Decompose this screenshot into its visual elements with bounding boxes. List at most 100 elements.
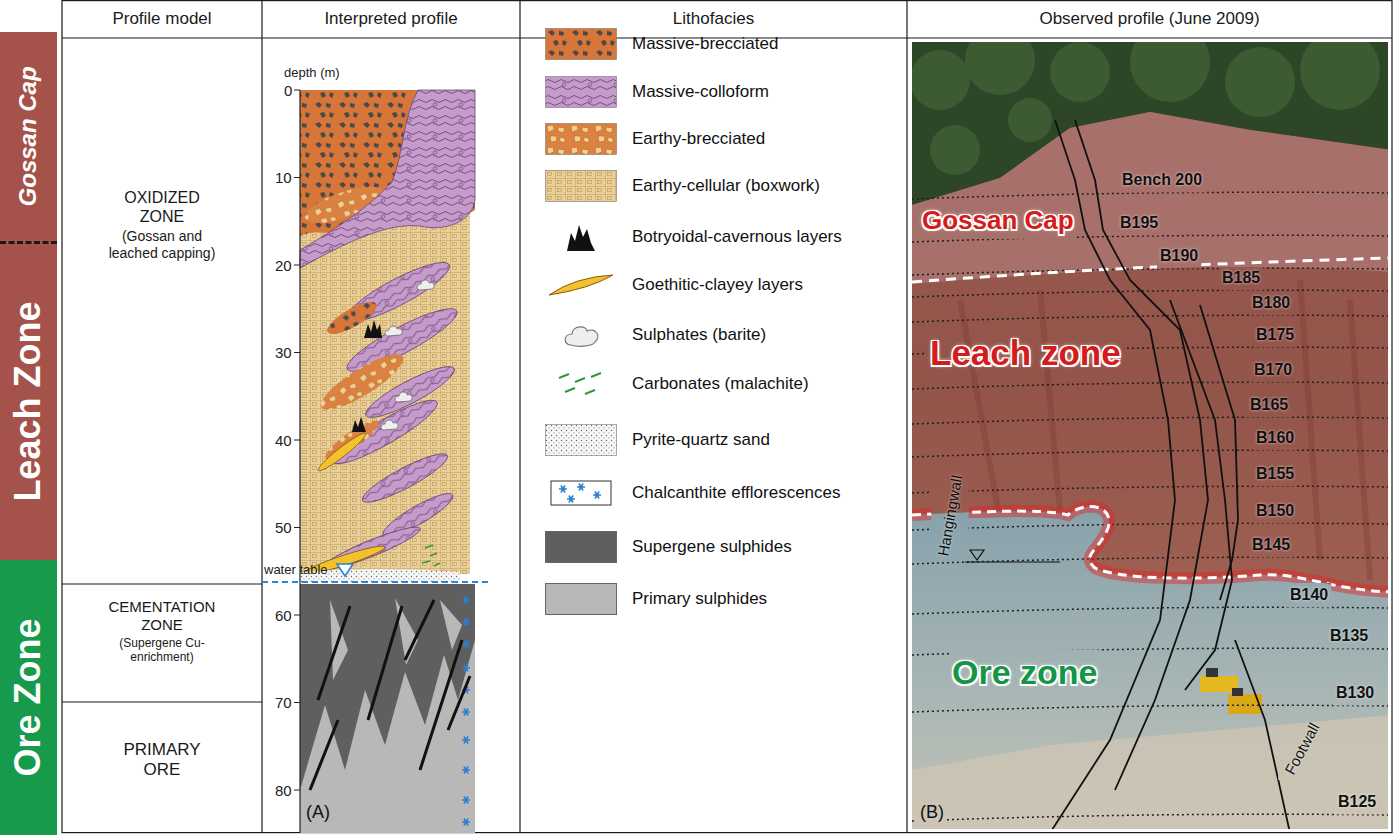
interpreted-profile — [300, 90, 475, 268]
pit-lines — [912, 192, 1388, 821]
legend-sample — [545, 28, 617, 60]
legend-row: Goethitic-clayey layers — [545, 269, 905, 301]
interpreted-profile — [462, 641, 470, 648]
legend-row: Sulphates (barite) — [545, 319, 905, 351]
bench-label: B125 — [1338, 793, 1376, 811]
interpreted-profile — [417, 280, 434, 290]
pit-lines — [912, 382, 1388, 389]
pit-lines — [912, 315, 1388, 322]
legend-swatch — [545, 76, 617, 108]
pit-lines — [1050, 120, 1290, 829]
legend-swatch — [545, 170, 617, 202]
header-text: Lithofacies — [673, 9, 754, 29]
interpreted-profile — [352, 417, 366, 432]
interpreted-profile — [299, 90, 300, 833]
legend-swatch — [545, 123, 617, 155]
pit-photo — [912, 112, 1388, 284]
zone-text: PRIMARY ORE — [115, 740, 210, 781]
legend-sample — [546, 77, 617, 108]
legend-label: Sulphates (barite) — [632, 325, 766, 345]
zone-cell: PRIMARY ORE — [62, 702, 262, 833]
interpreted-profile — [462, 737, 470, 744]
bench-label: B175 — [1256, 326, 1294, 344]
zone-label: Leach zone — [930, 333, 1121, 373]
zone-cell: OXIDIZED ZONE(Gossan and leached capping… — [62, 38, 262, 584]
interpreted-profile — [462, 709, 470, 716]
depth-tick: 60 — [275, 607, 292, 624]
pit-lines — [1170, 300, 1232, 690]
legend-label: Botryoidal-cavernous layers — [632, 227, 842, 247]
legend-sample — [545, 123, 617, 155]
legend-swatch — [545, 368, 617, 400]
zone-text: (Gossan and leached capping) — [97, 228, 227, 262]
bench-label: B150 — [1256, 502, 1294, 520]
depth-tick: 80 — [275, 782, 292, 799]
legend-swatch — [545, 583, 617, 615]
pit-photo — [1232, 688, 1243, 696]
legend-sample — [551, 481, 611, 505]
legend-sample — [567, 496, 575, 503]
bench-label: B135 — [1330, 627, 1368, 645]
legend-row: Earthy-cellular (boxwork) — [545, 170, 905, 202]
pit-photo — [1206, 668, 1218, 677]
table-grid — [62, 0, 1392, 833]
zone-band: Ore Zone — [0, 560, 57, 835]
interpreted-profile — [395, 392, 412, 402]
bench-label: Bench 200 — [1122, 171, 1202, 189]
bench-label: B180 — [1252, 294, 1290, 312]
table-grid — [62, 583, 262, 584]
pit-lines — [912, 268, 1388, 275]
legend-sample — [545, 368, 617, 400]
panel-letter: (B) — [920, 802, 944, 823]
interpreted-profile — [422, 545, 440, 566]
pit-lines — [912, 450, 1388, 457]
pit-photo — [1130, 42, 1210, 102]
legend-row: Supergene sulphides — [545, 531, 905, 563]
zone-text: OXIDIZED ZONE — [107, 188, 217, 226]
pit-lines — [970, 550, 984, 560]
profile-lines — [262, 581, 490, 583]
pit-lines — [965, 561, 1060, 562]
legend-sample — [567, 225, 595, 251]
legend-label: Pyrite-quartz sand — [632, 430, 770, 450]
legend-row: Carbonates (malachite) — [545, 368, 905, 400]
pit-lines — [912, 607, 1388, 614]
legend-sample — [545, 477, 617, 509]
pit-lines — [912, 814, 1388, 821]
zone-text: CEMENTATION ZONE — [100, 598, 225, 634]
depth-tick: 10 — [275, 169, 292, 186]
legend-swatch — [545, 269, 617, 301]
pit-lines — [912, 523, 1388, 530]
band-text: Ore Zone — [7, 618, 50, 776]
legend-label: Earthy-brecciated — [632, 129, 765, 149]
table-grid — [519, 0, 520, 833]
legend-row: Botryoidal-cavernous layers — [545, 221, 905, 253]
legend-sample — [565, 327, 598, 346]
depth-tick: 70 — [275, 694, 292, 711]
legend-label: Massive-colloform — [632, 82, 769, 102]
legend-row: Massive-colloform — [545, 76, 905, 108]
interpreted-profile — [294, 90, 300, 790]
band-text: Leach Zone — [7, 302, 50, 502]
profile-lines — [310, 600, 470, 790]
interpreted-profile — [462, 665, 470, 672]
zone-label: Ore zone — [952, 653, 1097, 692]
pit-lines — [912, 417, 1388, 424]
bench-label: B165 — [1250, 396, 1288, 414]
pit-photo — [1008, 98, 1052, 142]
column-header: Profile model — [62, 0, 262, 38]
header-text: Interpreted profile — [324, 9, 457, 29]
zone-text: (Supergene Cu-enrichment) — [102, 636, 222, 665]
pit-photo — [912, 42, 1388, 829]
interpreted-profile — [462, 767, 470, 774]
pit-photo — [1225, 47, 1295, 117]
pit-photo — [912, 506, 1388, 829]
zone-band: Leach Zone — [0, 244, 57, 560]
pit-lines — [912, 557, 1388, 564]
depth-tick: 0 — [284, 82, 292, 99]
bench-label: B195 — [1120, 214, 1158, 232]
table-grid — [62, 1, 1392, 833]
pit-lines — [912, 486, 1388, 493]
pit-lines — [912, 506, 1388, 592]
legend-label: Supergene sulphides — [632, 537, 792, 557]
